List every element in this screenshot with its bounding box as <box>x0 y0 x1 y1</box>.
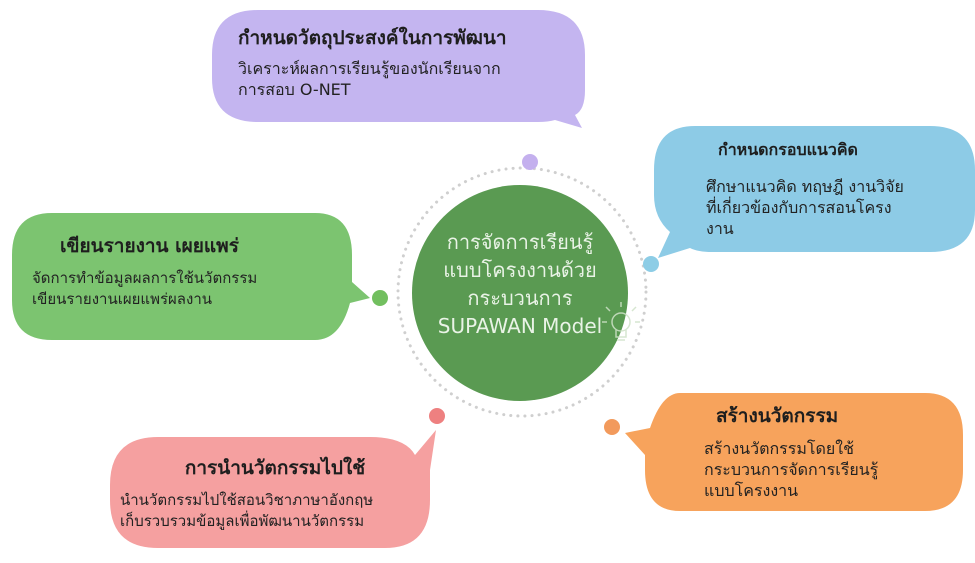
step-body-line: งาน <box>706 219 734 238</box>
step-body-line: นำนวัตกรรมไปใช้สอนวิชาภาษาอังกฤษ <box>120 491 374 509</box>
bubble-green <box>12 213 370 340</box>
red-dot <box>429 408 445 424</box>
orange-dot <box>604 419 620 435</box>
step-body: นำนวัตกรรมไปใช้สอนวิชาภาษาอังกฤษ เก็บรวบ… <box>120 490 430 532</box>
center-circle <box>412 185 628 401</box>
step-create-innovation: สร้างนวัตกรรม สร้างนวัตกรรมโดยใช้ กระบวน… <box>704 404 956 501</box>
step-body-line: เก็บรวบรวมข้อมูลเพื่อพัฒนานวัตกรรม <box>120 512 365 530</box>
green-dot <box>372 290 388 306</box>
step-body-line: ศึกษาแนวคิด ทฤษฎี งานวิจัย <box>706 177 904 196</box>
step-body: ศึกษาแนวคิด ทฤษฎี งานวิจัย ที่เกี่ยวข้อง… <box>706 176 958 239</box>
bubble-red <box>110 430 436 548</box>
step-body-line: เขียนรายงานเผยแพร่ผลงาน <box>32 290 212 308</box>
blue-dot <box>643 256 659 272</box>
step-body-line: วิเคราะห์ผลการเรียนรู้ของนักเรียนจาก <box>238 59 501 78</box>
step-body-line: จัดการทำข้อมูลผลการใช้นวัตกรรม <box>32 269 258 287</box>
purple-dot <box>522 154 538 170</box>
step-body-line: กระบวนการจัดการเรียนรู้ <box>704 460 879 479</box>
center-line-1: การจัดการเรียนรู้ <box>446 230 594 254</box>
step-body: จัดการทำข้อมูลผลการใช้นวัตกรรม เขียนรายง… <box>32 268 352 310</box>
step-title: สร้างนวัตกรรม <box>716 405 839 427</box>
step-title: กำหนดกรอบแนวคิด <box>718 140 858 159</box>
center-line-4: SUPAWAN Model <box>437 314 603 338</box>
step-write-report: เขียนรายงาน เผยแพร่ จัดการทำข้อมูลผลการใ… <box>32 234 352 310</box>
step-body-line: ที่เกี่ยวข้องกับการสอนโครง <box>706 198 892 217</box>
step-title: การนำนวัตกรรมไปใช้ <box>184 457 366 479</box>
bubble-orange <box>625 393 963 511</box>
step-define-objective: กำหนดวัตถุประสงค์ในการพัฒนา วิเคราะห์ผลก… <box>238 26 578 100</box>
step-apply-innovation: การนำนวัตกรรมไปใช้ นำนวัตกรรมไปใช้สอนวิช… <box>120 456 430 532</box>
step-body-line: สร้างนวัตกรรมโดยใช้ <box>704 439 854 458</box>
step-title: เขียนรายงาน เผยแพร่ <box>60 235 239 257</box>
step-body-line: การสอบ O-NET <box>238 80 351 99</box>
step-body-line: แบบโครงงาน <box>704 481 799 500</box>
center-title: การจัดการเรียนรู้ แบบโครงงานด้วย กระบวนก… <box>420 228 620 340</box>
step-define-framework: กำหนดกรอบแนวคิด ศึกษาแนวคิด ทฤษฎี งานวิจ… <box>706 138 958 239</box>
bubble-blue <box>654 126 975 258</box>
dotted-ring <box>396 166 648 418</box>
lightbulb-icon <box>602 302 640 341</box>
step-title: กำหนดวัตถุประสงค์ในการพัฒนา <box>238 27 507 49</box>
center-line-3: กระบวนการ <box>467 286 573 310</box>
step-body: วิเคราะห์ผลการเรียนรู้ของนักเรียนจาก การ… <box>238 58 578 100</box>
edge-mark <box>938 541 942 555</box>
step-body: สร้างนวัตกรรมโดยใช้ กระบวนการจัดการเรียน… <box>704 438 956 501</box>
center-line-2: แบบโครงงานด้วย <box>443 258 597 282</box>
bubble-purple <box>212 10 585 128</box>
